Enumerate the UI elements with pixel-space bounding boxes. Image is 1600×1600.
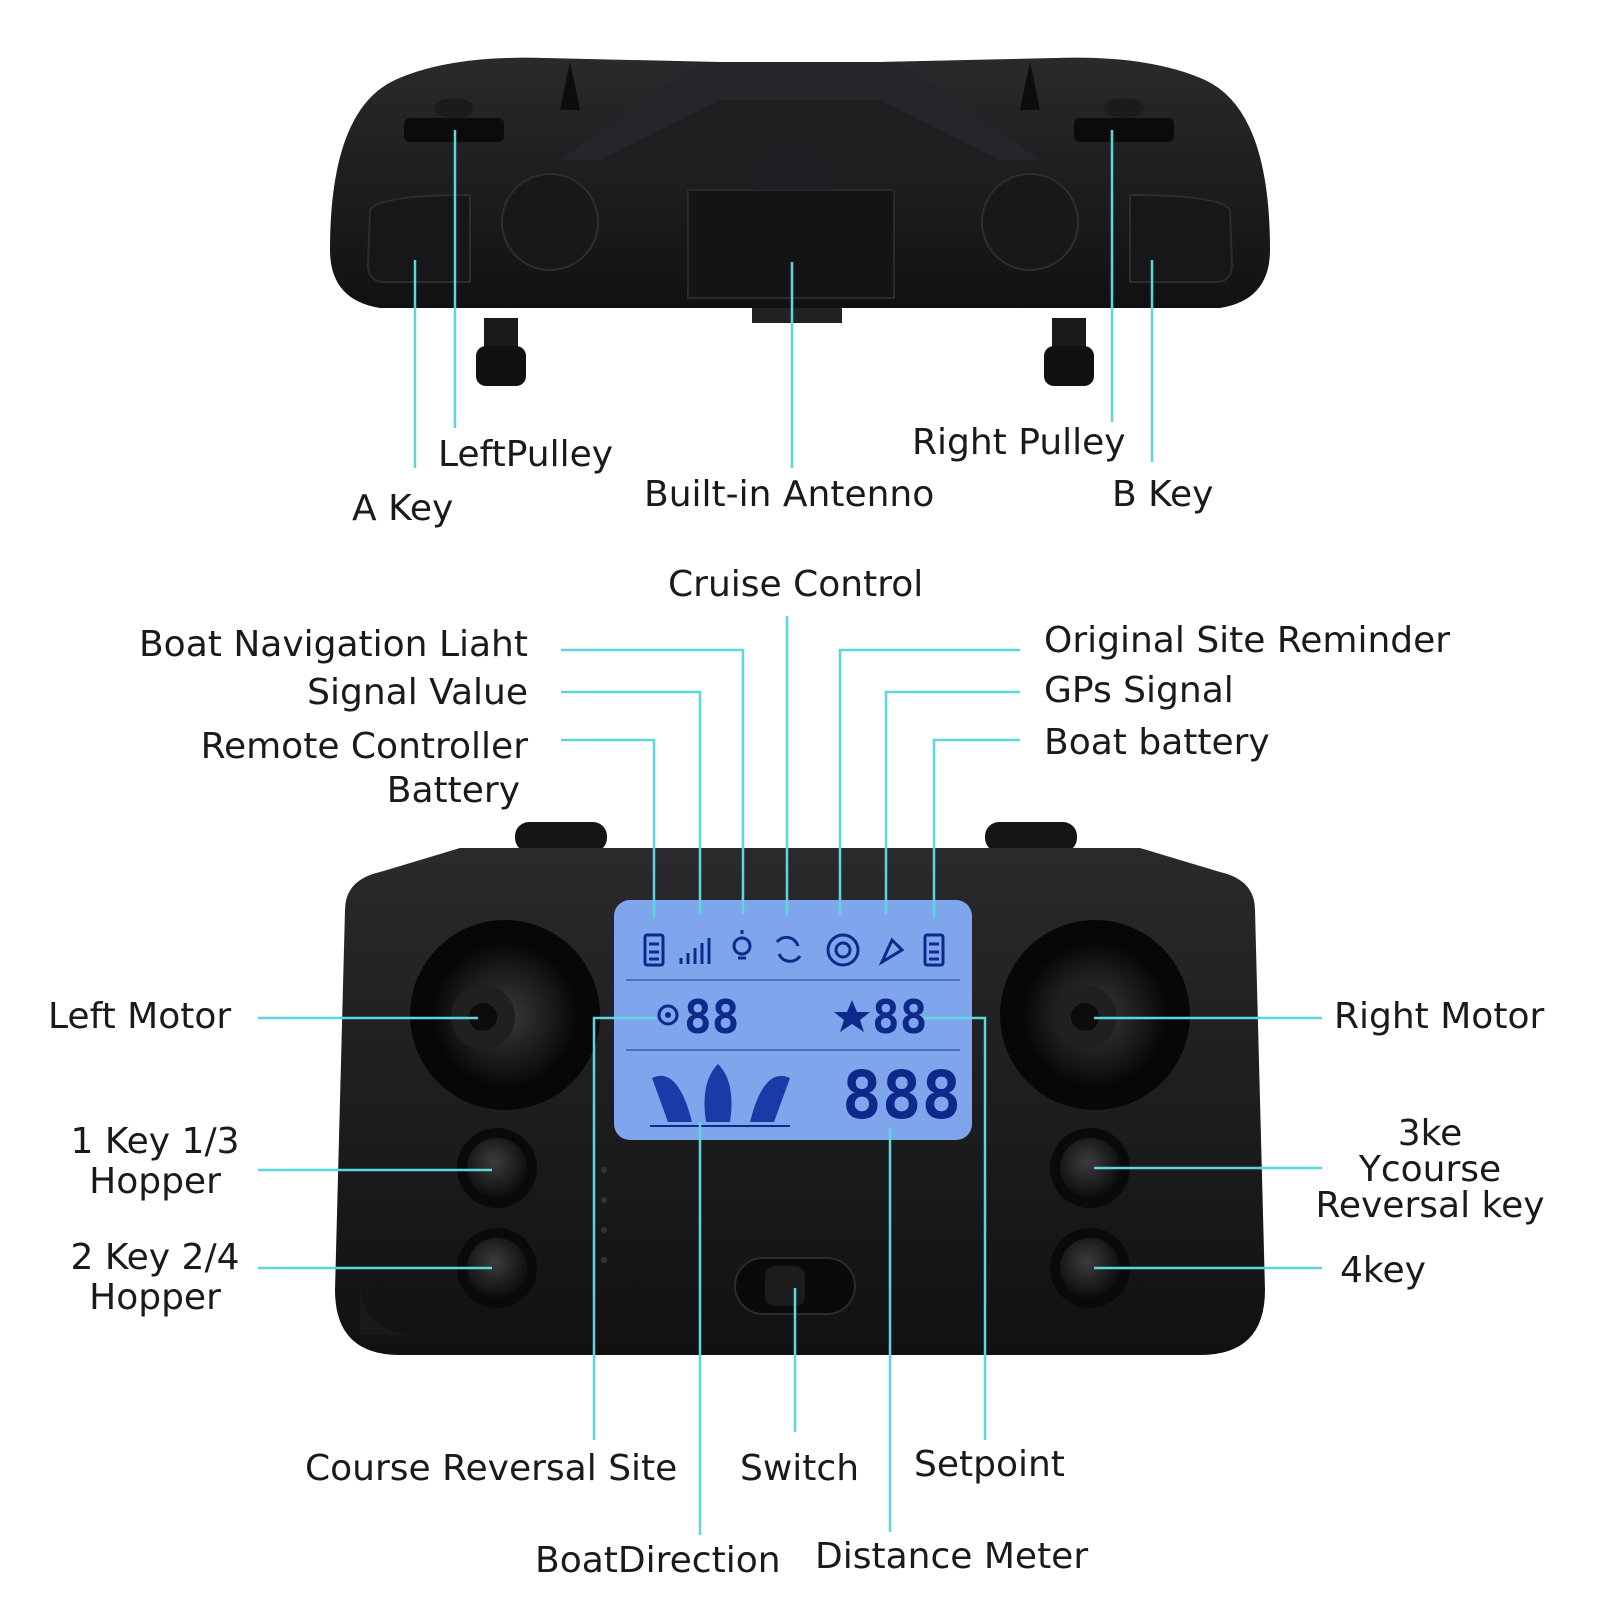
label-boat-battery: Boat battery — [1044, 722, 1270, 763]
key2-button — [467, 1238, 527, 1298]
label-switch: Switch — [740, 1448, 860, 1489]
boat-battery-icon — [923, 933, 945, 967]
leader-lines — [258, 130, 1322, 1535]
key1-button — [467, 1138, 527, 1198]
setpoint-star-icon — [834, 1000, 870, 1032]
home-site-icon — [826, 933, 860, 967]
lcd-distance-value: 888 — [842, 1057, 962, 1134]
cruise-icon — [775, 935, 802, 963]
lcd-course-reversal-value: 88 — [684, 990, 740, 1044]
label-original-site-reminder: Original Site Reminder — [1044, 620, 1451, 661]
controller-front-view — [335, 822, 1265, 1355]
label-course-reversal-site: Course Reversal Site — [305, 1448, 678, 1489]
key4-button — [1060, 1238, 1120, 1298]
lcd-setpoint-value: 88 — [872, 990, 928, 1044]
remote-battery-icon — [643, 933, 665, 967]
label-boat-direction: BoatDirection — [535, 1540, 781, 1581]
label-key4: 4key — [1340, 1250, 1426, 1291]
b-key-shape — [1129, 193, 1234, 283]
label-left-motor: Left Motor — [48, 996, 232, 1037]
controller-top-view — [330, 57, 1270, 386]
label-cruise-control: Cruise Control — [668, 564, 924, 605]
label-key3-line1: 3ke — [1397, 1113, 1463, 1154]
leader-course-reversal — [592, 1016, 656, 1440]
leader-nav-light — [561, 648, 745, 915]
label-distance-meter: Distance Meter — [815, 1536, 1089, 1577]
boat-direction-icon — [652, 1064, 790, 1122]
label-remote-controller-battery-line2: Battery — [386, 770, 520, 811]
left-stick-top — [476, 346, 526, 386]
label-gps-signal: GPs Signal — [1044, 670, 1234, 711]
leader-signal — [561, 690, 702, 915]
gps-icon — [878, 937, 905, 966]
label-right-pulley: Right Pulley — [912, 422, 1126, 463]
signal-bars-icon — [679, 938, 711, 964]
leader-boat-battery — [932, 738, 1020, 918]
light-bulb-icon — [732, 936, 752, 956]
reversal-site-icon — [657, 1004, 679, 1026]
label-boat-navigation-light: Boat Navigation Liaht — [138, 624, 528, 665]
right-stick-top — [1044, 346, 1094, 386]
label-key1-line1: 1 Key 1/3 — [70, 1121, 240, 1162]
label-b-key: B Key — [1112, 474, 1214, 515]
label-key3-line3: Reversal key — [1315, 1185, 1545, 1226]
label-right-motor: Right Motor — [1334, 996, 1545, 1037]
label-setpoint: Setpoint — [914, 1444, 1065, 1485]
label-signal-value: Signal Value — [307, 672, 528, 713]
label-remote-controller-battery-line1: Remote Controller — [200, 726, 528, 767]
key3-button — [1060, 1138, 1120, 1198]
lcd-status-icons — [643, 930, 945, 967]
label-left-pulley: LeftPulley — [438, 434, 614, 475]
label-key1-line2: Hopper — [89, 1161, 221, 1202]
label-a-key: A Key — [352, 488, 454, 529]
leader-gps — [884, 690, 1020, 915]
leader-remote-battery — [561, 738, 656, 918]
label-built-in-antenna: Built-in Antenno — [644, 474, 935, 515]
a-key-shape — [366, 193, 471, 283]
leader-setpoint — [922, 1016, 987, 1440]
label-key2-line1: 2 Key 2/4 — [70, 1237, 240, 1278]
right-pulley-wheel — [1074, 118, 1174, 142]
leader-original-site — [838, 648, 1020, 915]
label-key3-line2: Ycourse — [1358, 1149, 1502, 1190]
label-key2-line2: Hopper — [89, 1277, 221, 1318]
